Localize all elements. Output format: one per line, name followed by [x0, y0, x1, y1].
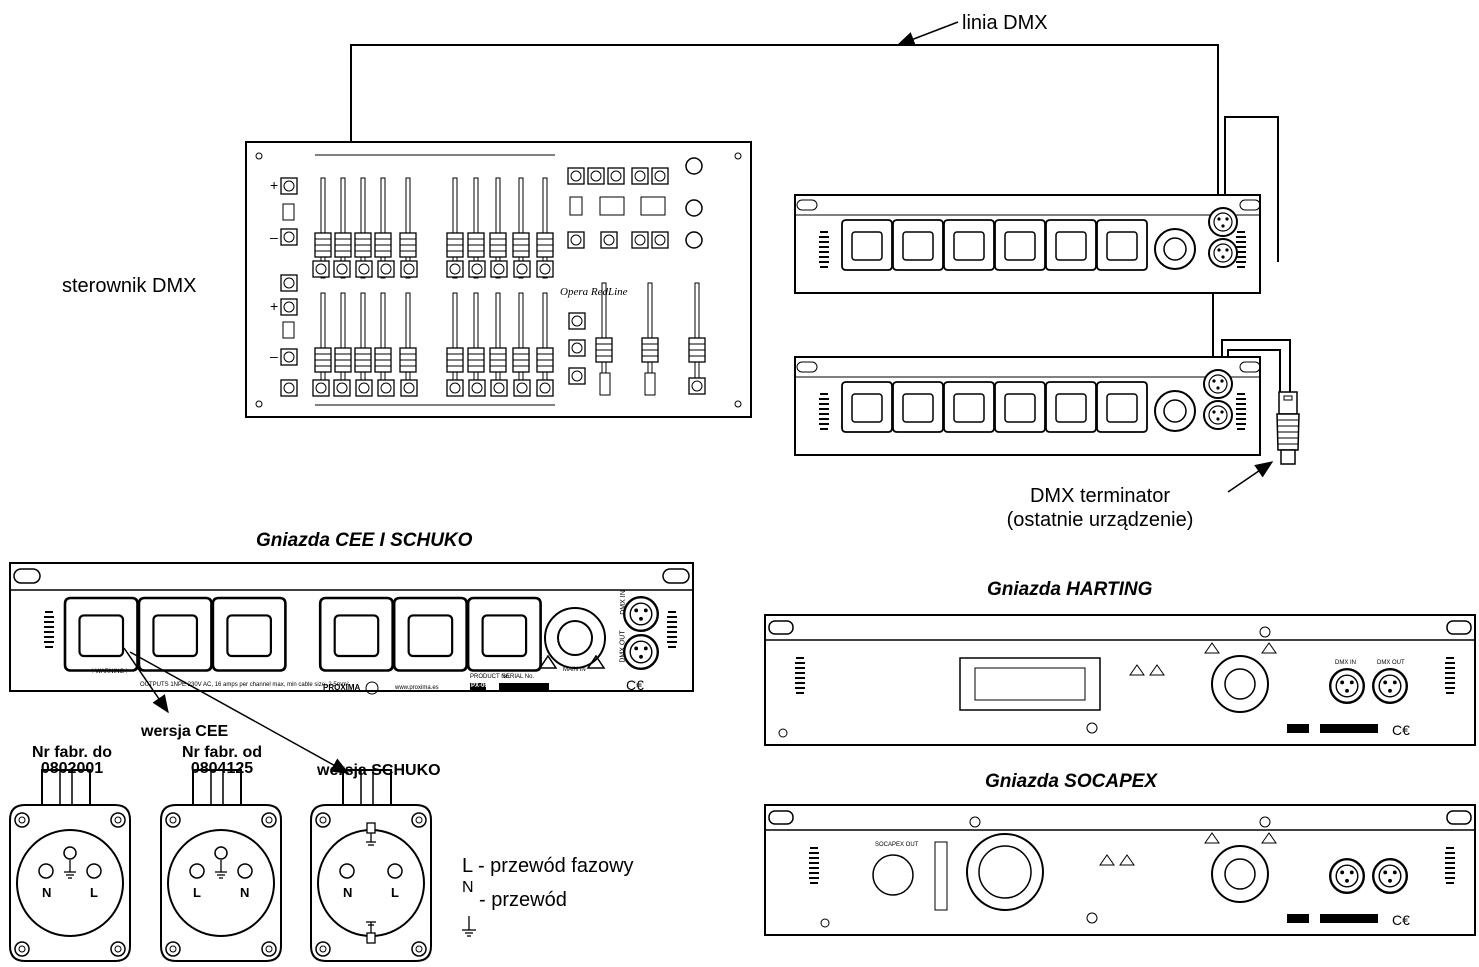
socket1-right-pin: L [90, 885, 98, 900]
panel-product-no: PRODUCT No. [470, 674, 511, 680]
cee-old-serial-line1: Nr fabr. do [31, 744, 112, 761]
socket3-left-pin: N [343, 885, 353, 900]
dmx-terminator-plug [1276, 391, 1300, 465]
section-title-harting: Gniazda HARTING [987, 579, 1153, 600]
terminator-pointer [1227, 461, 1274, 493]
svg-text:+: + [270, 177, 278, 193]
schuko-version-label: wersja SCHUKO [317, 762, 441, 779]
section-title-socapex: Gniazda SOCAPEX [985, 771, 1158, 792]
harting-panel: C€ [764, 614, 1476, 746]
svg-text:+: + [270, 298, 278, 314]
socket-schuko [310, 769, 432, 962]
panel-dmx-in-label: DMX IN [619, 590, 627, 615]
panel-dmx-out-label: DMX OUT [619, 630, 627, 663]
svg-text:–: – [270, 348, 278, 364]
ground-symbol-icon [462, 916, 476, 937]
panel-website: www.proxima.es [395, 685, 439, 691]
cee-new-serial-line2: 0804125 [190, 760, 254, 777]
dmx-controller: + – + – Opera RedLine [245, 141, 752, 418]
terminator-label-line1: DMX terminator [1029, 485, 1171, 507]
socket2-right-pin: N [240, 885, 250, 900]
legend-neutral-letter: N [462, 879, 474, 896]
cee-schuko-panel: C€ [9, 562, 694, 695]
cee-version-label: wersja CEE [141, 723, 229, 740]
cee-version-pointer [123, 647, 169, 714]
socket2-left-pin: L [193, 885, 201, 900]
cee-new-serial-label: Nr fabr. od 0804125 [172, 745, 272, 777]
rack-unit-top [794, 194, 1261, 294]
panel-model: PX-06 [471, 683, 488, 689]
socket3-right-pin: L [391, 885, 399, 900]
panel-warning: ! WARNING ! [92, 669, 128, 675]
cee-old-serial-line2: 0802001 [40, 760, 104, 777]
panel-outputs-text: OUTPUTS 1NPE 230V AC, 16 amps per channe… [140, 682, 349, 688]
socket-cee-new [160, 769, 282, 962]
dmx-line-label: linia DMX [962, 12, 1048, 34]
section-title-cee-schuko: Gniazda CEE I SCHUKO [256, 530, 473, 551]
svg-text:C€: C€ [626, 677, 644, 693]
socapex-out-label: SOCAPEX OUT [875, 842, 919, 848]
rack-unit-bottom [794, 356, 1261, 456]
cee-old-serial-label: Nr fabr. do 0802001 [22, 745, 122, 777]
cee-new-serial-line1: Nr fabr. od [181, 744, 262, 761]
schuko-version-pointer [129, 651, 350, 774]
controller-label: sterownik DMX [62, 275, 197, 297]
panel-serial-no: SERIAL No. [502, 674, 535, 680]
controller-brand-text: Opera RedLine [560, 286, 628, 298]
terminator-label-line2: (ostatnie urządzenie) [1006, 509, 1194, 531]
socket1-left-pin: N [42, 885, 52, 900]
legend-neutral: - przewód [479, 889, 567, 911]
socapex-panel: C€ [764, 804, 1476, 936]
svg-text:–: – [270, 229, 278, 245]
panel-main-in: MAIN IN [563, 667, 586, 673]
panel-brand: PROXIMA [323, 683, 361, 692]
terminator-label: DMX terminator (ostatnie urządzenie) [1000, 486, 1200, 530]
dmx-line-pointer [896, 21, 959, 47]
harting-dmx-in: DMX IN [1335, 660, 1356, 666]
svg-text:C€: C€ [1392, 722, 1410, 738]
legend-phase: L - przewód fazowy [462, 855, 634, 877]
harting-dmx-out: DMX OUT [1377, 660, 1405, 666]
socket-cee-old [9, 769, 131, 962]
svg-text:C€: C€ [1392, 912, 1410, 928]
